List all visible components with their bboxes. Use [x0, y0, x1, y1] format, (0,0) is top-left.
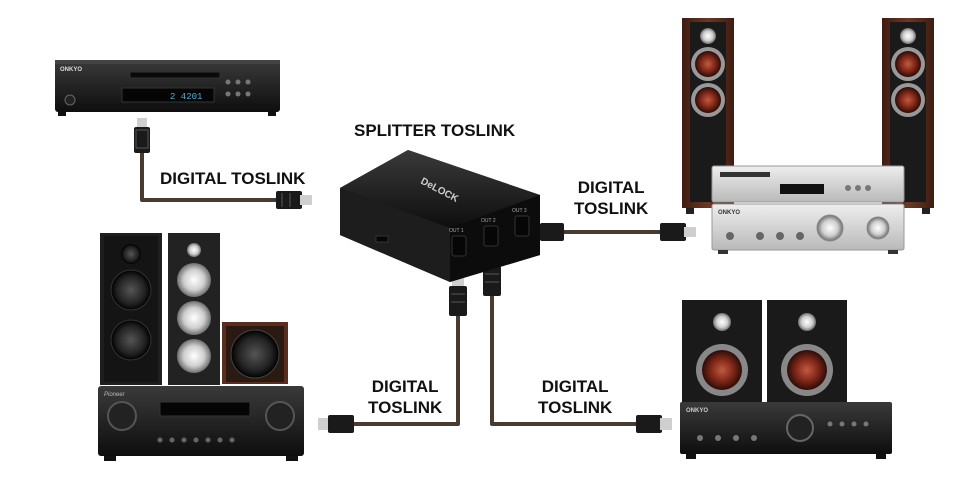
cable-label-out1: DIGITAL TOSLINK	[368, 376, 442, 418]
av-receiver	[98, 386, 304, 461]
toslink-plug-out1-device	[318, 415, 354, 433]
cable-out2	[490, 292, 640, 426]
cable-label-out3-line1: DIGITAL	[577, 178, 645, 197]
silver-amplifier	[711, 203, 905, 254]
cable-label-input-line1: DIGITAL TOSLINK	[160, 169, 306, 188]
cd-player	[55, 60, 280, 116]
bookshelf-speaker-right	[767, 300, 847, 404]
tall-speaker-silver	[168, 233, 220, 385]
cable-label-input: DIGITAL TOSLINK	[160, 168, 305, 189]
tower-receiver-brand: ONKYO	[718, 210, 740, 216]
cable-label-out2-line2: TOSLINK	[538, 398, 613, 417]
toslink-splitter	[340, 150, 540, 282]
cable-label-out1-line1: DIGITAL	[371, 377, 439, 396]
cd-player-brand: ONKYO	[60, 67, 82, 73]
toslink-plug-out3-device	[660, 223, 696, 241]
cable-input	[140, 138, 282, 202]
toslink-plug-splitter-in	[276, 191, 312, 209]
stereo-amp-brand: ONKYO	[686, 408, 708, 414]
bookshelf-speaker-left	[682, 300, 762, 404]
cable-label-out3-line2: TOSLINK	[574, 199, 649, 218]
cable-label-out3: DIGITAL TOSLINK	[574, 177, 648, 219]
splitter-port-label-1: OUT 1	[449, 228, 464, 234]
cable-out1	[345, 312, 460, 426]
av-receiver-brand: Pioneer	[104, 392, 126, 398]
cable-label-out2: DIGITAL TOSLINK	[538, 376, 612, 418]
toslink-plug-out2-device	[636, 415, 672, 433]
splitter-port-label-2: OUT 2	[481, 218, 496, 224]
tall-speaker-dark	[100, 233, 162, 385]
stereo-amplifier	[680, 402, 892, 459]
cable-label-out2-line1: DIGITAL	[541, 377, 609, 396]
splitter-port-label-3: OUT 3	[512, 208, 527, 214]
cd-player-display: 2 4201	[170, 92, 202, 102]
silver-cd-player	[711, 165, 905, 203]
subwoofer	[222, 322, 288, 384]
toslink-plug-out1-splitter	[449, 276, 467, 316]
tower-speaker-left	[682, 18, 734, 214]
toslink-plug-cd	[134, 118, 150, 153]
splitter-title: SPLITTER TOSLINK	[354, 121, 516, 140]
cable-label-out1-line2: TOSLINK	[368, 398, 443, 417]
